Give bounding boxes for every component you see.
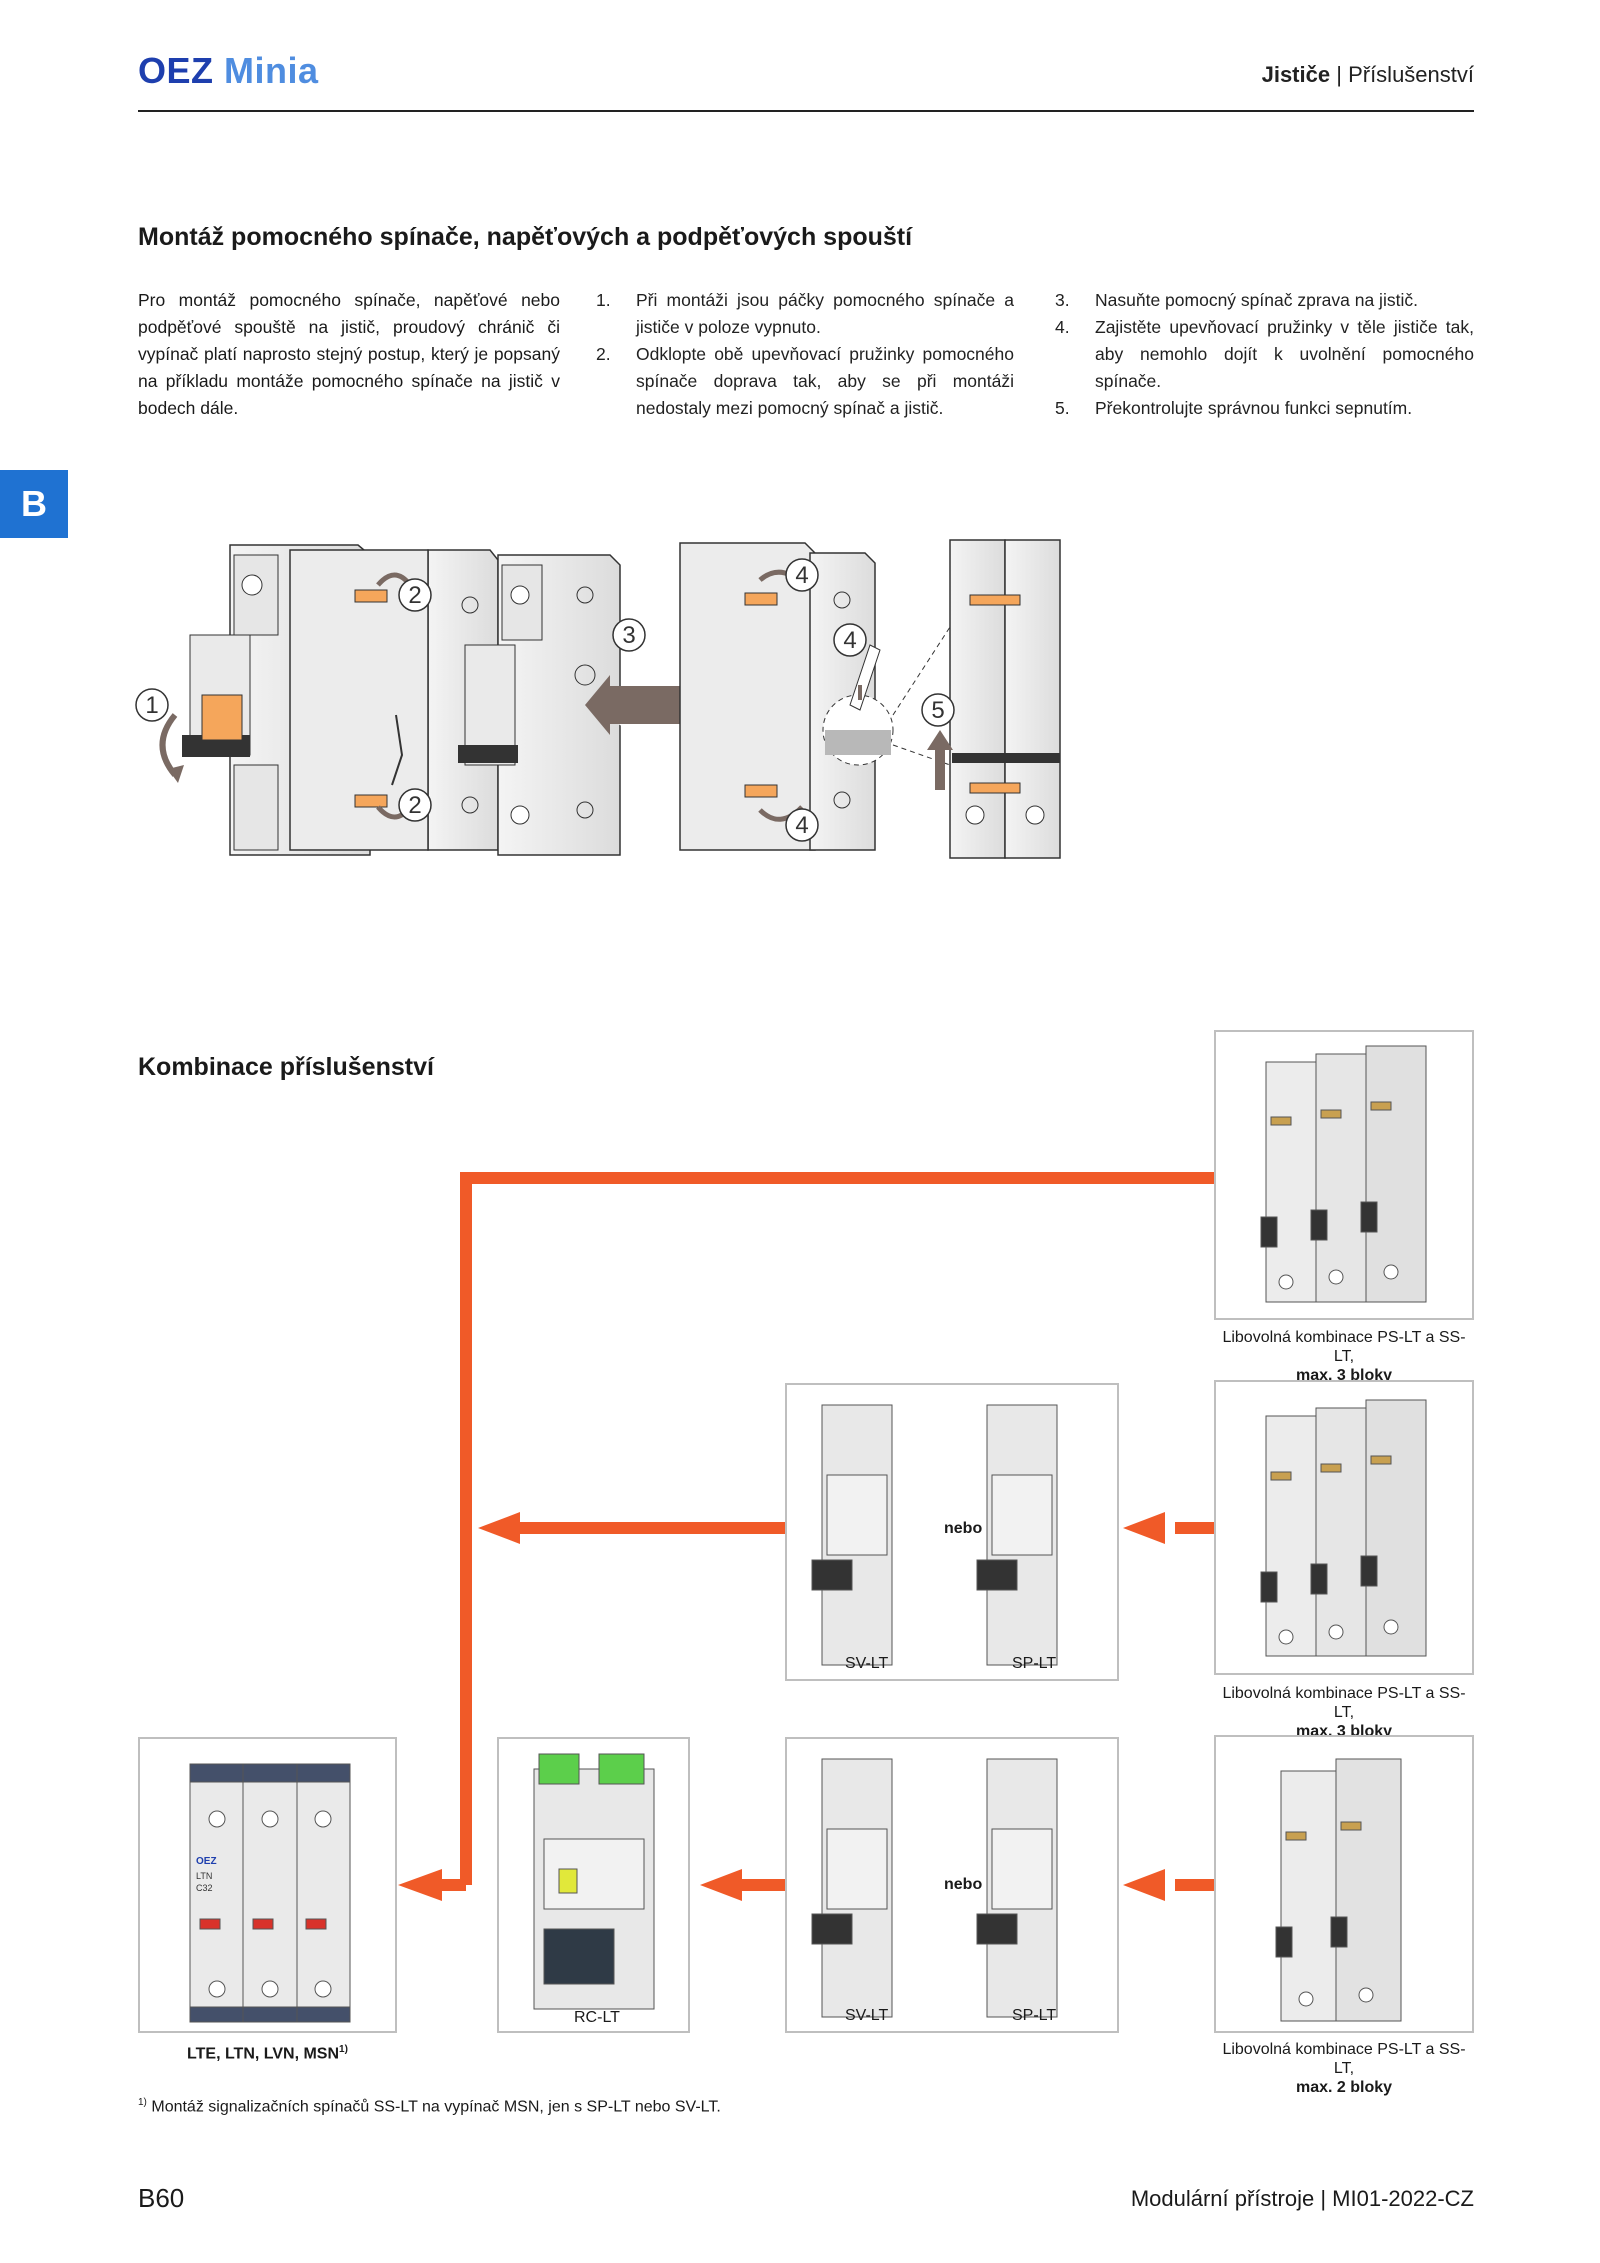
step-marker: 5 xyxy=(931,697,944,724)
steps-col-2: 3.Nasuňte pomocný spínač zprava na jisti… xyxy=(1055,287,1474,422)
arrow-head xyxy=(1123,1869,1165,1901)
aux-switches-image xyxy=(1275,1758,1402,2022)
device-label: C32 xyxy=(196,1883,213,1893)
step-marker: 4 xyxy=(795,812,808,839)
chapter-tab: B xyxy=(0,470,68,538)
combo-image-box xyxy=(1214,1380,1474,1675)
or-label: nebo xyxy=(944,1520,983,1537)
step-marker: 3 xyxy=(622,622,635,649)
arrow-head xyxy=(398,1869,442,1901)
header-section: Jističe | Příslušenství xyxy=(1262,62,1474,88)
aux-switches-image xyxy=(1260,1399,1427,1657)
brand-oez: OEZ xyxy=(138,50,214,91)
assembly-illustration: 1 2 2 3 4 4 4 5 xyxy=(135,539,1061,859)
step-item: 1.Při montáži jsou páčky pomocného spína… xyxy=(596,290,1014,337)
breaker-3p-image: OEZ LTN C32 xyxy=(189,1763,351,2023)
detail-view xyxy=(822,626,951,766)
step-marker: 4 xyxy=(795,562,808,589)
combo-caption: Libovolná kombinace PS-LT a SS-LT, max. … xyxy=(1222,1685,1466,1740)
combo-image-box xyxy=(1214,1735,1474,2033)
release-units-image xyxy=(811,1758,1058,2018)
section-name: Jističe xyxy=(1261,62,1331,87)
arrow-head xyxy=(478,1512,520,1544)
release-units-image xyxy=(811,1404,1058,1666)
header-divider xyxy=(138,110,1474,112)
combo-image-box xyxy=(1214,1030,1474,1320)
final-drawing xyxy=(927,539,1061,859)
montaz-title: Montáž pomocného spínače, napěťových a p… xyxy=(138,223,913,251)
device-label: LTN xyxy=(196,1871,212,1881)
sp-lt-label: SP-LT xyxy=(1012,1655,1057,1672)
step-item: 5.Překontrolujte správnou funkci sepnutí… xyxy=(1055,398,1413,418)
breaker-caption: LTE, LTN, LVN, MSN1) xyxy=(187,2044,348,2063)
rc-lt-image xyxy=(533,1753,655,2010)
rc-lt-label: RC-LT xyxy=(574,2009,620,2026)
sv-lt-label: SV-LT xyxy=(845,2007,889,2024)
step-item: 3.Nasuňte pomocný spínač zprava na jisti… xyxy=(1055,290,1418,310)
breaker-image-box: OEZ LTN C32 xyxy=(138,1737,397,2033)
sp-lt-label: SP-LT xyxy=(1012,2007,1057,2024)
footnote: 1) Montáž signalizačních spínačů SS-LT n… xyxy=(138,2097,721,2116)
aux-switches-image xyxy=(1260,1045,1427,1303)
device-label: OEZ xyxy=(196,1856,217,1867)
step-marker: 4 xyxy=(843,627,856,654)
brand-minia: Minia xyxy=(224,50,319,91)
subsection-name: Příslušenství xyxy=(1348,62,1474,87)
sv-sp-image-box: nebo SV-LT SP-LT xyxy=(785,1737,1119,2033)
sv-sp-image-box: nebo SV-LT SP-LT xyxy=(785,1383,1119,1681)
montaz-intro: Pro montáž pomocného spínače, napěťové n… xyxy=(138,290,560,418)
steps-col-1: 1.Při montáži jsou páčky pomocného spína… xyxy=(596,287,1014,422)
or-label: nebo xyxy=(944,1876,983,1893)
step-marker: 2 xyxy=(408,792,421,819)
move-arrow xyxy=(585,675,682,735)
page-number: B60 xyxy=(138,2183,185,2213)
connector-line xyxy=(460,1172,1214,1885)
arrow-head xyxy=(700,1869,742,1901)
aux-switch-drawing xyxy=(289,549,499,851)
step-item: 2.Odklopte obě upevňovací pružinky pomoc… xyxy=(596,344,1014,418)
combo-caption: Libovolná kombinace PS-LT a SS-LT, max. … xyxy=(1222,2041,1466,2096)
arrow-head xyxy=(1123,1512,1165,1544)
step-marker: 2 xyxy=(408,582,421,609)
combo-caption: Libovolná kombinace PS-LT a SS-LT, max. … xyxy=(1222,1329,1466,1384)
header-separator: | xyxy=(1336,62,1342,87)
kombinace-title: Kombinace příslušenství xyxy=(138,1053,434,1081)
brand-logo: OEZ Minia xyxy=(138,50,319,92)
sv-lt-label: SV-LT xyxy=(845,1655,889,1672)
step-marker: 1 xyxy=(145,692,158,719)
breaker-drawing xyxy=(458,554,621,856)
rc-lt-image-box: RC-LT xyxy=(497,1737,690,2033)
document-id: Modulární přístroje | MI01-2022-CZ xyxy=(1130,2186,1474,2211)
step-item: 4.Zajistěte upevňovací pružinky v těle j… xyxy=(1055,317,1474,391)
